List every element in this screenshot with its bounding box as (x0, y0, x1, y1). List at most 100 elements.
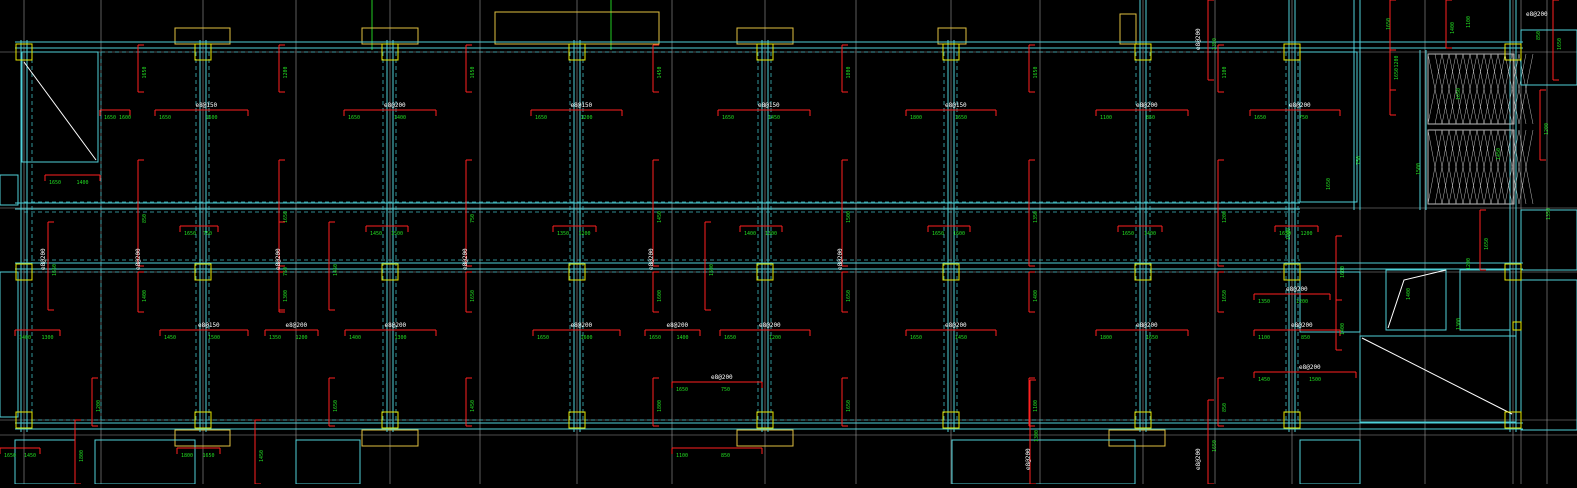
rebar-dimension: 1650 (1222, 290, 1228, 302)
rebar-dimension: 1650 (159, 115, 171, 121)
rebar-spec-label: e8@200 (385, 322, 407, 329)
rebar-dimension: 1200 (1301, 231, 1313, 237)
column (756, 411, 774, 429)
rebar-dimension: 1200 (1466, 258, 1472, 270)
column (1283, 43, 1301, 61)
rebar-dimension: 1500 (846, 211, 852, 223)
rebar-dimension: 1650 (910, 335, 922, 341)
bottom-projection (1108, 429, 1166, 447)
hatch-line (1448, 53, 1464, 125)
rebar-spec-label: e8@200 (1291, 322, 1313, 329)
bottom-wall (951, 439, 1136, 485)
rebar-dimension: 1200 (579, 231, 591, 237)
rebar-spec-label: e8@150 (571, 102, 593, 109)
rebar-dimension: 1400 (77, 180, 89, 186)
rebar-dimension: 1650 (722, 115, 734, 121)
opening-box (1359, 335, 1517, 423)
bottom-wall (295, 439, 361, 485)
rebar-dimension: 1650 (846, 290, 852, 302)
rebar-dimension: 1500 (709, 264, 715, 276)
rebar-dimension: 1200 (581, 115, 593, 121)
rebar-dimension: 1650 (49, 180, 61, 186)
hatched-shaft (1427, 129, 1515, 205)
rebar-spec-label: e8@200 (1195, 448, 1202, 470)
rebar-dimension: 1650 (1456, 88, 1462, 100)
rebar-dimension: 1600 (1340, 266, 1346, 278)
rebar-dimension: 1800 (1100, 335, 1112, 341)
rebar-dimension: 1650 (724, 335, 736, 341)
rebar-dimension: 1650 (955, 115, 967, 121)
rebar-spec-label: e8@200 (1526, 11, 1548, 18)
rebar-dimension: 1650 (1394, 68, 1400, 80)
rebar-dimension: 1450 (259, 450, 265, 462)
hatch-line (1483, 129, 1499, 205)
rebar-dimension: 1450 (333, 264, 339, 276)
rebar-dimension: 1300 (42, 335, 54, 341)
rebar-dimension: 1400 (142, 290, 148, 302)
opening-outline (1387, 269, 1447, 329)
rebar-spec-label: e8@150 (198, 322, 220, 329)
rebar-dimension: 850 (1146, 115, 1155, 121)
column (1134, 263, 1152, 281)
rebar-dimension: 750 (283, 267, 289, 276)
rebar-dimension: 1500 (1309, 377, 1321, 383)
column (381, 411, 399, 429)
column (15, 263, 33, 281)
rebar-dimension: 1450 (164, 335, 176, 341)
column (1504, 43, 1522, 61)
rebar-dimension: 1300 (765, 231, 777, 237)
hatch-line (1490, 53, 1506, 125)
hatch-line (1476, 129, 1492, 205)
rebar-dimension: 1450 (1258, 377, 1270, 383)
rebar-dimension: 1200 (1544, 123, 1550, 135)
rebar-dimension: 750 (1356, 156, 1362, 165)
rebar-dimension: 1300 (1034, 430, 1040, 442)
rebar-dimension: 1300 (1456, 318, 1462, 330)
column (1504, 411, 1522, 429)
column (1512, 321, 1522, 331)
hatch-line (1455, 129, 1471, 205)
hatch-line (1476, 53, 1492, 125)
rebar-dimension: 1100 (1222, 66, 1228, 78)
rebar-dimension: 1100 (1033, 400, 1039, 412)
rebar-dimension: 1650 (52, 264, 58, 276)
rebar-spec-label: e8@200 (384, 102, 406, 109)
rebar-dimension: 1650 (932, 231, 944, 237)
rebar-dimension: 1450 (24, 453, 36, 459)
rebar-dimension: 1650 (184, 231, 196, 237)
rebar-spec-label: e8@200 (759, 322, 781, 329)
hatch-line (1427, 129, 1443, 205)
rebar-dimension: 1350 (1258, 299, 1270, 305)
rebar-dimension: 750 (470, 214, 476, 223)
opening-box (1385, 269, 1447, 331)
column (1134, 43, 1152, 61)
rebar-spec-label: e8@200 (135, 248, 142, 270)
bottom-projection (736, 429, 794, 447)
rebar-dimension: 1350 (269, 335, 281, 341)
rebar-spec-label: e8@150 (196, 102, 218, 109)
rebar-dimension: 1650 (1326, 178, 1332, 190)
rebar-dimension: 1500 (208, 335, 220, 341)
right-room (1299, 271, 1361, 333)
rebar-dimension: 1650 (348, 115, 360, 121)
rebar-spec-label: e8@200 (571, 322, 593, 329)
rebar-dimension: 1650 (649, 335, 661, 341)
rebar-dimension: 1400 (349, 335, 361, 341)
rebar-dimension: 1650 (1279, 231, 1291, 237)
left-edge-beam (0, 271, 19, 418)
rebar-dimension: 750 (1299, 115, 1308, 121)
rebar-dimension: 850 (1301, 335, 1310, 341)
rebar-spec-label: e8@200 (648, 248, 655, 270)
hatch-line (1455, 53, 1471, 125)
rebar-spec-label: e8@200 (462, 248, 469, 270)
rebar-dimension: 1650 (470, 290, 476, 302)
column (381, 263, 399, 281)
rebar-spec-label: e8@200 (40, 248, 47, 270)
rebar-dimension: 1600 (119, 115, 131, 121)
hatch-line (1490, 129, 1506, 205)
rebar-dimension: 1650 (1484, 238, 1490, 250)
rebar-dimension: 1800 (79, 450, 85, 462)
column (194, 411, 212, 429)
